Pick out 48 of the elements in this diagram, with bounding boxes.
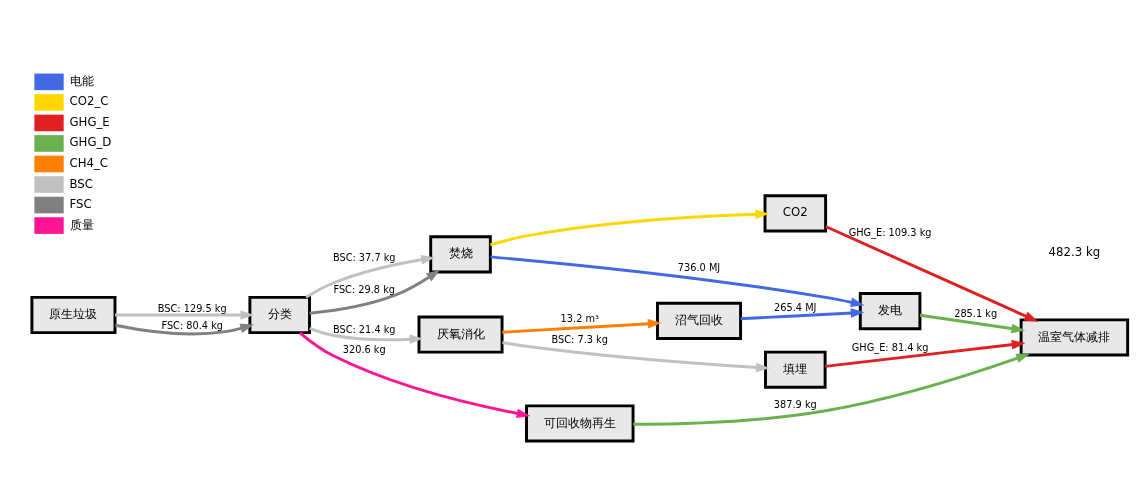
- arrow: [309, 327, 424, 345]
- legend-label: GHG_E: [69, 114, 110, 129]
- label: 482.3 kg: [1048, 245, 1101, 260]
- node-box: 厌氧消化: [417, 315, 504, 354]
- edge-label: 13.2 m³: [560, 312, 599, 324]
- edge-label: BSC: 7.3 kg: [551, 334, 608, 346]
- legend-label: 电能: [69, 73, 94, 88]
- node-box: 原生垃圾: [30, 295, 117, 335]
- arrow: [825, 225, 1039, 322]
- edge-label: BSC: 21.4 kg: [332, 323, 396, 335]
- arrow: [825, 339, 1026, 368]
- edge-label: 320.6 kg: [342, 344, 386, 356]
- arrow: [115, 310, 255, 320]
- arrow: [490, 255, 865, 307]
- arrow: [114, 323, 255, 336]
- node-box: 分类: [248, 295, 311, 335]
- edge-label: FSC: 29.8 kg: [333, 283, 396, 295]
- arrow: [305, 254, 435, 299]
- arrow: [309, 269, 441, 315]
- node-box: 发电: [858, 292, 922, 331]
- edge-label: 736.0 MJ: [677, 262, 721, 274]
- node-box: 可回收物再生: [525, 404, 635, 443]
- arrow: [299, 331, 531, 419]
- node-box: 温室气体减排: [1019, 318, 1130, 357]
- arrow: [502, 341, 770, 373]
- legend-label: CO2_C: [69, 94, 109, 109]
- arrow: [633, 353, 1030, 426]
- edge-label: BSC: 37.7 kg: [332, 252, 396, 264]
- legend-label: 质量: [69, 217, 94, 232]
- edge-label: GHG_E: 81.4 kg: [851, 342, 929, 354]
- node-box: 沼气回收: [656, 301, 743, 340]
- arrow: [502, 318, 662, 334]
- node-box: 焚烧: [429, 235, 492, 274]
- node-box: 填埋: [764, 350, 827, 389]
- edge-label: 387.9 kg: [773, 398, 817, 410]
- legend-label: BSC: [69, 176, 94, 191]
- node-box: CO2: [763, 194, 828, 233]
- legend-label: GHG_D: [69, 135, 112, 150]
- legend-label: FSC: [69, 197, 92, 212]
- edge-label: FSC: 80.4 kg: [161, 319, 223, 331]
- legend-label: CH4_C: [69, 156, 109, 171]
- edge-label: 285.1 kg: [954, 307, 998, 319]
- arrow: [919, 313, 1026, 334]
- edge-label: BSC: 129.5 kg: [157, 303, 227, 315]
- arrow: [489, 209, 770, 247]
- edge-label: GHG_E: 109.3 kg: [848, 226, 932, 238]
- arrow: [740, 308, 865, 321]
- edge-label: 265.4 MJ: [774, 302, 817, 314]
